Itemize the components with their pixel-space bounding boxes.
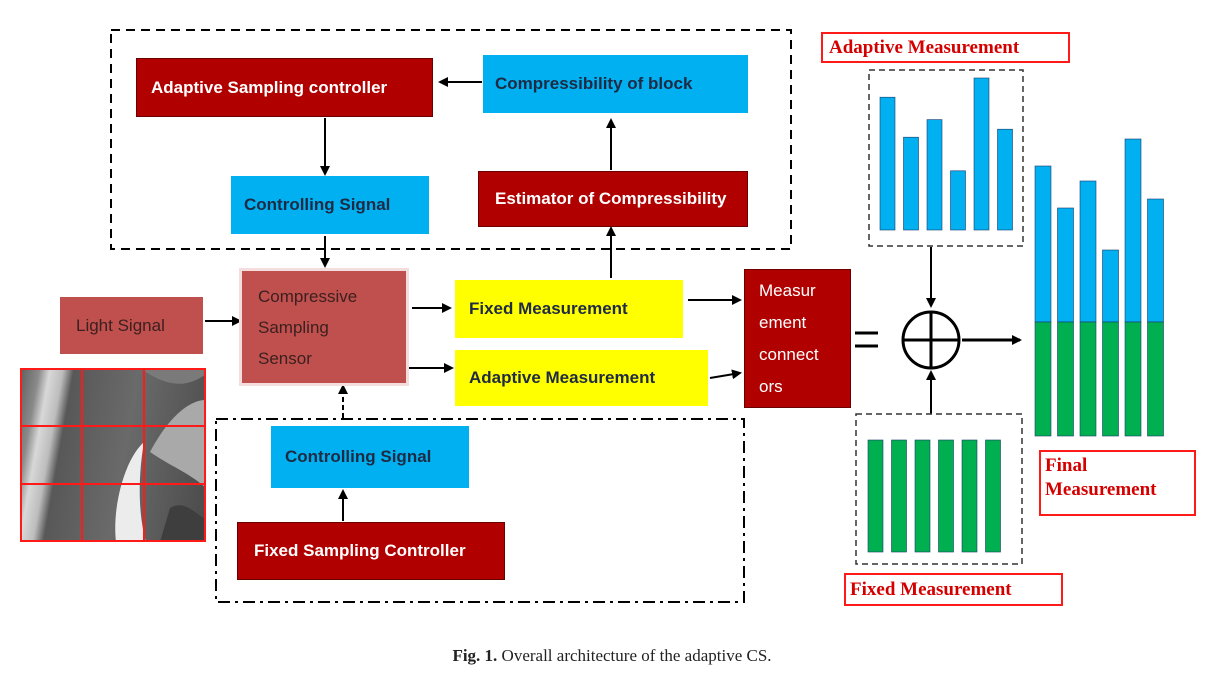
connectors-line-2: ement	[759, 312, 807, 332]
adaptive-bar	[997, 128, 1013, 231]
adaptive-measurement-title-text: Adaptive Measurement	[829, 37, 1020, 58]
final-bar-fixed-part	[1147, 321, 1164, 437]
final-measurement-line-1: Final	[1045, 455, 1088, 476]
adaptive-bar	[973, 77, 990, 231]
adaptive-measurement-label: Adaptive Measurement	[469, 368, 656, 387]
adaptive-sampling-controller-label: Adaptive Sampling controller	[151, 77, 388, 97]
final-bar-fixed-part	[1102, 321, 1119, 437]
fixed-measurement-title-text: Fixed Measurement	[850, 579, 1012, 600]
controlling-signal-top: Controlling Signal	[231, 176, 429, 234]
estimator-of-compressibility: Estimator of Compressibility	[478, 171, 748, 227]
adaptive-measurement-title: Adaptive Measurement	[821, 32, 1070, 63]
fixed-bar	[938, 439, 954, 553]
final-measurement-line-2: Measurement	[1045, 478, 1157, 500]
final-bar-adaptive-part	[1057, 207, 1074, 323]
final-bar-fixed-part	[1124, 321, 1142, 437]
estimator-of-compressibility-label: Estimator of Compressibility	[495, 189, 727, 208]
adaptive-bar	[926, 119, 943, 231]
fixed-measurement-title: Fixed Measurement	[844, 573, 1063, 606]
fixed-bar	[914, 439, 931, 553]
final-bar-adaptive-part	[1102, 249, 1119, 323]
fixed-bar	[961, 439, 978, 553]
block-grid	[20, 368, 206, 542]
sensor-line-1: Compressive	[258, 286, 358, 306]
image-content	[115, 368, 206, 542]
adaptive-bars-frame	[868, 69, 1024, 247]
caption-prefix: Fig. 1.	[452, 646, 498, 665]
adaptive-loop-frame	[110, 29, 792, 250]
final-bar-fixed-part	[1034, 321, 1052, 437]
controlling-signal-bottom: Controlling Signal	[271, 426, 469, 488]
fixed-bars-frame	[855, 413, 1023, 565]
fixed-bar	[891, 439, 907, 553]
fixed-bar	[985, 439, 1001, 553]
final-measurement-title: Final Measurement	[1039, 450, 1196, 516]
caption-text: Overall architecture of the adaptive CS.	[497, 646, 772, 665]
fixed-bar	[867, 439, 884, 553]
fixed-sampling-controller: Fixed Sampling Controller	[237, 522, 505, 580]
fixed-measurement-bars	[867, 439, 1001, 553]
final-bar-adaptive-part	[1034, 165, 1052, 323]
input-image-blocks	[20, 368, 206, 542]
connectors-line-4: ors	[759, 376, 783, 396]
adaptive-bar	[879, 96, 896, 231]
adaptive-measurement-bars	[879, 77, 1013, 231]
fixed-measurement-label: Fixed Measurement	[469, 299, 628, 318]
adaptive-measurement-box: Adaptive Measurement	[455, 350, 708, 406]
sensor-line-2: Sampling	[258, 317, 329, 337]
fixed-loop-frame	[215, 418, 745, 603]
final-bar-fixed-part	[1057, 321, 1074, 437]
figure-caption: Fig. 1. Overall architecture of the adap…	[0, 646, 1224, 666]
arrow-adaptive-to-connectors	[709, 369, 742, 380]
compressive-sampling-sensor: Compressive Sampling Sensor	[242, 271, 406, 383]
adaptive-bar	[950, 170, 966, 231]
light-signal-label: Light Signal	[76, 315, 165, 335]
controlling-signal-bottom-label: Controlling Signal	[285, 447, 432, 466]
measurement-connectors: Measur ement connect ors	[744, 269, 851, 408]
final-measurement-bars	[1034, 138, 1164, 437]
fixed-sampling-controller-label: Fixed Sampling Controller	[254, 541, 466, 560]
final-bar-adaptive-part	[1079, 180, 1097, 323]
xor-plus-icon	[901, 310, 961, 370]
light-signal: Light Signal	[60, 297, 203, 354]
adaptive-sampling-controller: Adaptive Sampling controller	[136, 58, 433, 117]
compressibility-of-block: Compressibility of block	[483, 55, 748, 113]
connectors-line-1: Measur	[759, 280, 816, 300]
fixed-measurement-box: Fixed Measurement	[455, 280, 683, 338]
compressibility-of-block-label: Compressibility of block	[495, 74, 693, 93]
final-bar-fixed-part	[1079, 321, 1097, 437]
connectors-line-3: connect	[759, 344, 819, 364]
sensor-line-3: Sensor	[258, 348, 312, 368]
controlling-signal-top-label: Controlling Signal	[244, 195, 391, 214]
final-bar-adaptive-part	[1124, 138, 1142, 323]
final-bar-adaptive-part	[1147, 198, 1164, 323]
adaptive-bar	[903, 136, 919, 231]
